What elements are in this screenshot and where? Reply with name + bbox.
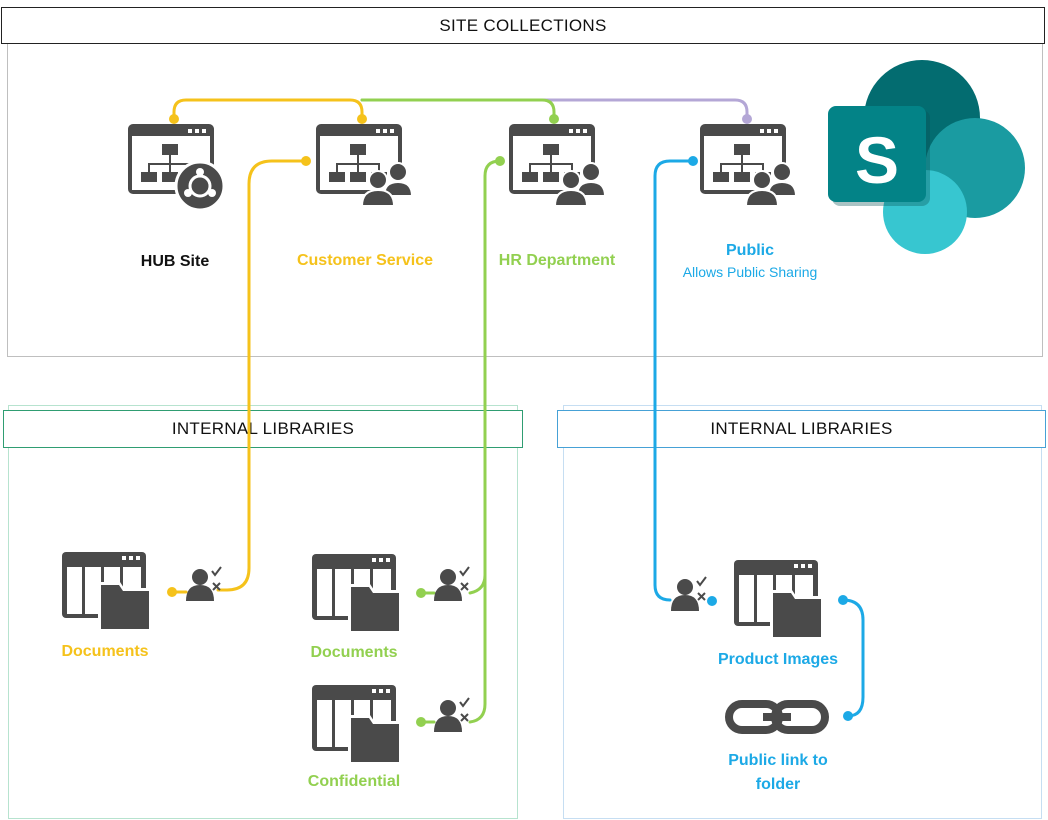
connector-dots (167, 114, 853, 727)
cs-documents-label: Documents (61, 643, 149, 660)
link-icon[interactable] (725, 700, 829, 734)
site-collections-header: SITE COLLECTIONS (1, 7, 1045, 44)
sharepoint-logo: S (828, 60, 1025, 254)
hub-site-label: HUB Site (140, 253, 210, 270)
hr-documents-label: Documents (310, 644, 398, 661)
user-permission-icon (433, 697, 470, 733)
cs-documents-library-icon[interactable] (62, 552, 152, 632)
customer-service-label: Customer Service (296, 252, 434, 269)
hr-department-label: HR Department (498, 252, 616, 269)
connection-lines (170, 98, 865, 724)
user-permission-icon (670, 576, 707, 612)
user-permission-icon (433, 566, 470, 602)
public-site-note: Allows Public Sharing (682, 264, 818, 280)
internal-libraries-left-header: INTERNAL LIBRARIES (3, 410, 523, 448)
hr-confidential-label: Confidential (307, 773, 401, 790)
hr-department-site-icon[interactable] (509, 124, 610, 219)
sharepoint-logo-letter: S (855, 123, 899, 197)
public-site-icon[interactable] (700, 124, 801, 219)
public-link-label-line2: folder (755, 776, 801, 793)
public-link-label-line1: Public link to (728, 752, 828, 769)
internal-libraries-left-panel (8, 405, 518, 819)
internal-libraries-right-panel (563, 405, 1042, 819)
hub-site-icon[interactable] (128, 124, 226, 212)
hr-confidential-library-icon[interactable] (312, 685, 402, 765)
internal-libraries-right-header: INTERNAL LIBRARIES (557, 410, 1046, 448)
hr-documents-library-icon[interactable] (312, 554, 402, 634)
product-images-library-icon[interactable] (734, 560, 824, 640)
product-images-label: Product Images (717, 651, 839, 668)
user-permission-icon (185, 566, 222, 602)
public-site-label: Public (725, 242, 775, 259)
customer-service-site-icon[interactable] (316, 124, 417, 219)
